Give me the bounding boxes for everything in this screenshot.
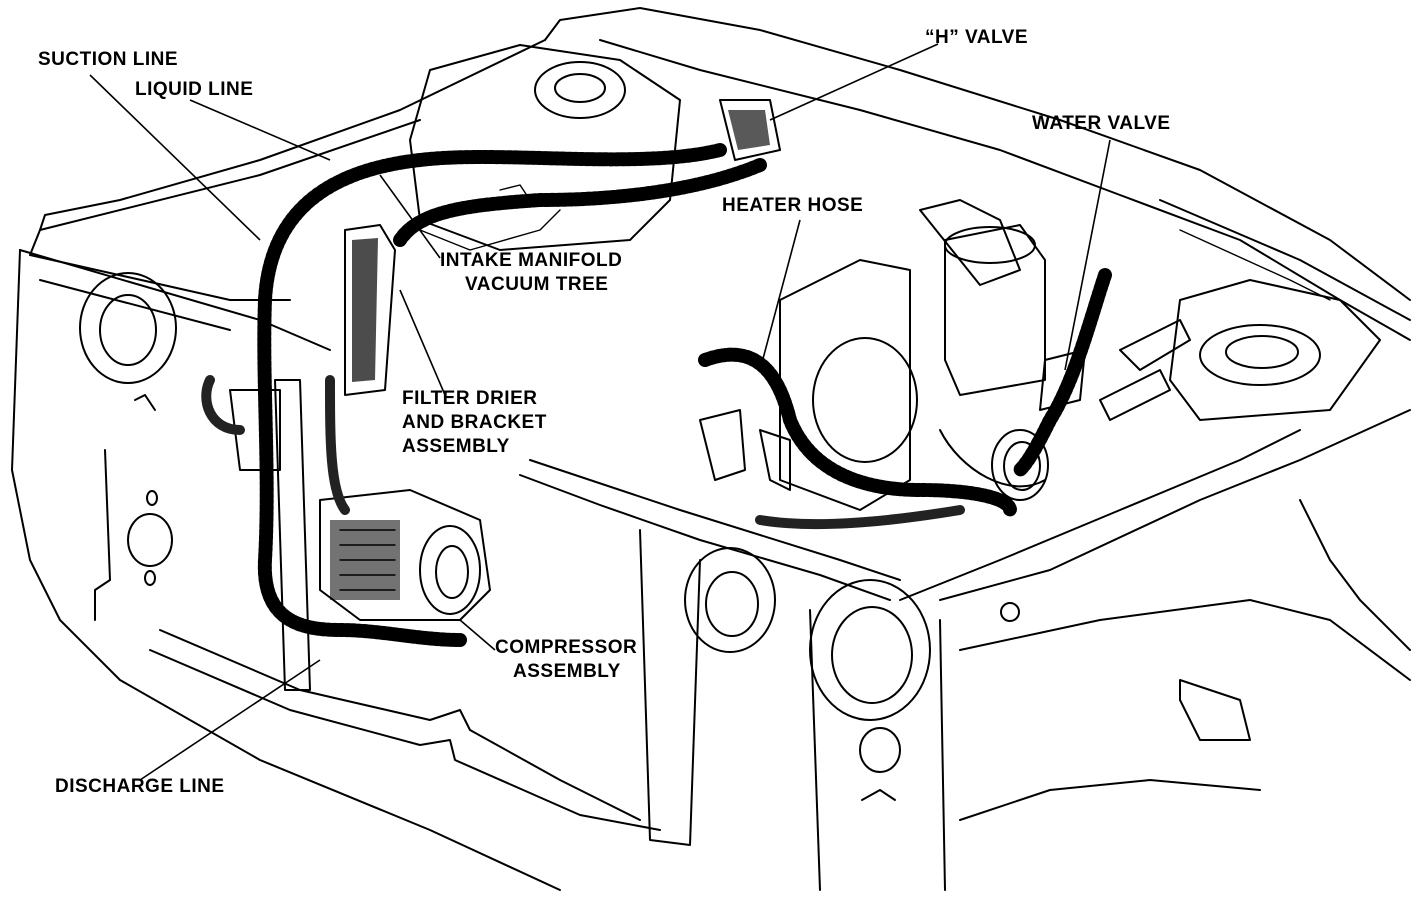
leader-compressor <box>459 619 496 651</box>
label-filter-drier-line2: AND BRACKET <box>402 412 547 433</box>
label-liquid-line: LIQUID LINE <box>135 79 254 100</box>
leader-discharge-line <box>139 659 321 781</box>
label-discharge-line: DISCHARGE LINE <box>55 776 225 797</box>
leader-suction-line <box>89 74 261 241</box>
label-compressor-line2: ASSEMBLY <box>513 661 621 682</box>
label-h-valve: “H” VALVE <box>925 27 1029 48</box>
label-intake-manifold-line1: INTAKE MANIFOLD <box>440 250 623 271</box>
hose-lines <box>201 143 1112 647</box>
label-compressor-line1: COMPRESSOR <box>495 637 638 658</box>
leader-filter-drier <box>399 289 446 396</box>
label-filter-drier: FILTER DRIER AND BRACKET ASSEMBLY <box>402 387 547 459</box>
label-intake-manifold-line2: VACUUM TREE <box>465 274 609 295</box>
label-compressor: COMPRESSOR ASSEMBLY <box>495 636 637 684</box>
leader-intake-manifold <box>379 174 441 259</box>
label-filter-drier-line3: ASSEMBLY <box>402 436 510 457</box>
leader-liquid-line <box>189 99 331 161</box>
leader-water-valve <box>1064 139 1111 371</box>
label-suction-line: SUCTION LINE <box>38 49 179 70</box>
leader-lines <box>89 43 1111 781</box>
label-intake-manifold: INTAKE MANIFOLD VACUUM TREE <box>440 249 622 297</box>
engine-components <box>229 44 1381 691</box>
label-heater-hose: HEATER HOSE <box>722 195 864 216</box>
vehicle-body-outline <box>11 7 1411 891</box>
leader-h-valve <box>769 43 939 121</box>
label-water-valve: WATER VALVE <box>1032 113 1171 134</box>
label-filter-drier-line1: FILTER DRIER <box>402 388 538 409</box>
leader-heater-hose <box>759 219 801 371</box>
